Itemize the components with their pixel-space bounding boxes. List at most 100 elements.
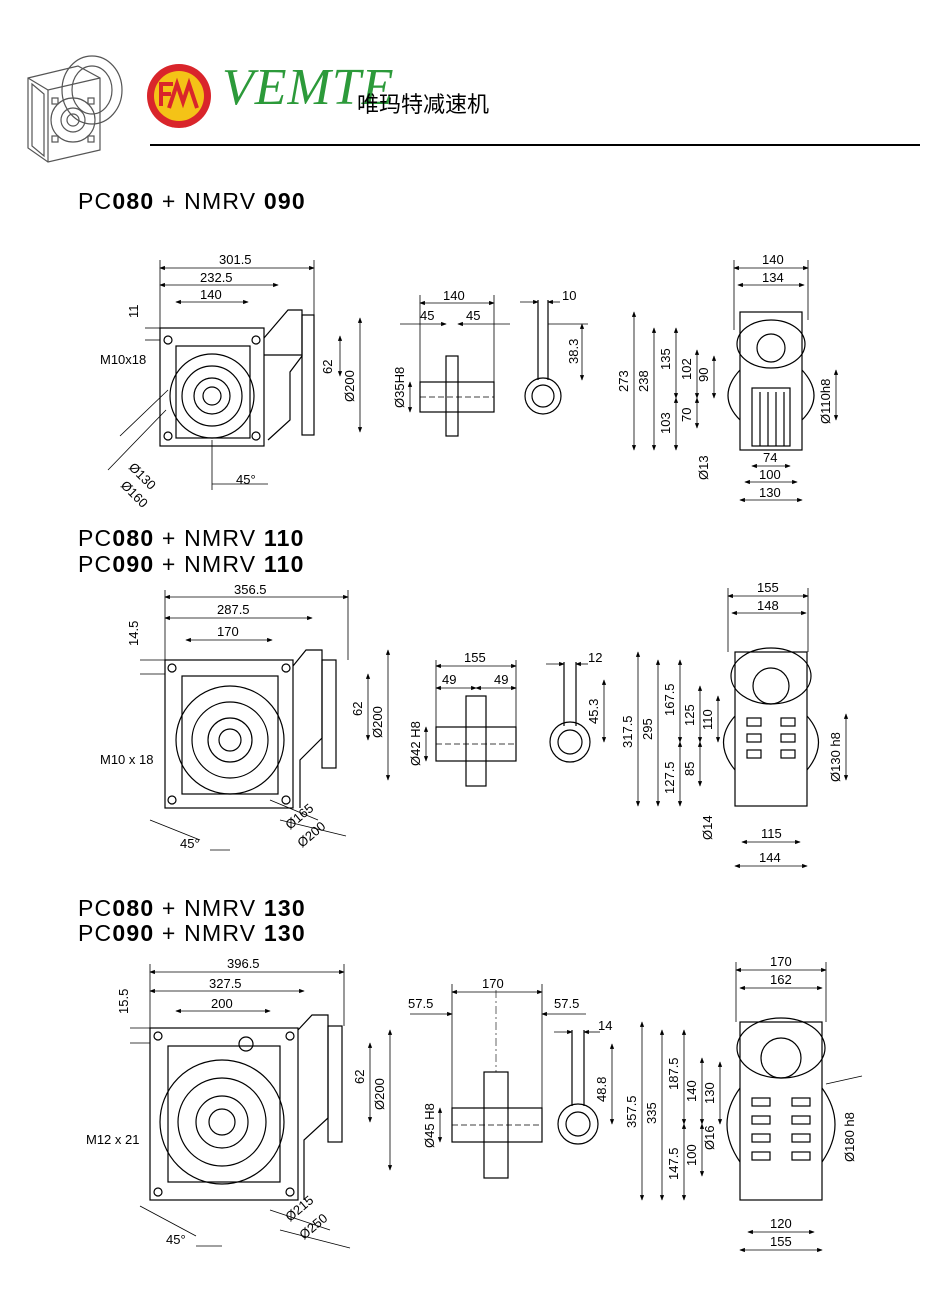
section-2-title-2: PC090 + NMRV 110 <box>78 551 305 577</box>
s3-dim-a: 396.5 <box>227 956 260 971</box>
s1-dim-v: 102 <box>679 358 694 380</box>
s2-front-view <box>164 649 337 809</box>
section-3-drawings: 396.5 327.5 200 15.5 M12 x 21 62 Ø200 Ø2… <box>86 955 863 1253</box>
s2-dim-b: 287.5 <box>217 602 250 617</box>
s1-front-dim-lines <box>107 260 363 490</box>
section-1-title: PC080 + NMRV 090 <box>78 188 306 214</box>
s2-dim-y: 85 <box>682 762 697 776</box>
s3-dim-ac: 155 <box>770 1234 792 1249</box>
s2-dim-k: 155 <box>464 650 486 665</box>
s1-dim-ac: 100 <box>759 467 781 482</box>
s3-dim-s: 357.5 <box>624 1095 639 1128</box>
s3-dim-u: 187.5 <box>666 1057 681 1090</box>
s2-dim-ab: 115 <box>761 826 782 841</box>
s2-dim-a: 356.5 <box>234 582 267 597</box>
s1-dim-ab: 74 <box>763 450 777 465</box>
s1-dim-g: Ø200 <box>342 370 357 402</box>
s2-keyway-view <box>549 662 591 763</box>
section-2-drawings: 356.5 287.5 170 14.5 M10 x 18 62 Ø200 Ø1… <box>100 580 849 869</box>
section-2-title-1: PC080 + NMRV 110 <box>78 525 305 551</box>
s1-dim-u: 135 <box>658 348 673 370</box>
header-divider <box>150 144 920 146</box>
s3-dim-k: 170 <box>482 976 504 991</box>
s1-dim-ad: 130 <box>759 485 781 500</box>
s3-dim-m: 57.5 <box>554 996 579 1011</box>
s1-dim-e: M10x18 <box>100 352 146 367</box>
s2-dim-j: 45° <box>180 836 200 851</box>
s3-dim-w: 130 <box>702 1082 717 1104</box>
s1-dim-c: 140 <box>200 287 222 302</box>
gearbox-thumbnail-icon <box>27 55 123 163</box>
s1-dim-x: 103 <box>658 412 673 434</box>
s2-dim-l: 49 <box>442 672 456 687</box>
s3-dim-o: 14 <box>598 1018 612 1033</box>
s2-dim-u: 167.5 <box>662 683 677 716</box>
s3-dim-e: M12 x 21 <box>86 1132 139 1147</box>
s1-dim-k: 140 <box>443 288 465 303</box>
s1-dim-d: 11 <box>126 305 141 319</box>
section-3-title-2: PC090 + NMRV 130 <box>78 920 306 946</box>
s1-dim-o: 10 <box>562 288 576 303</box>
s1-dim-aa: Ø13 <box>696 455 711 480</box>
s2-dim-o: 12 <box>588 650 602 665</box>
brand-subtitle: 唯玛特减速机 <box>357 93 490 118</box>
s3-dim-v: 140 <box>684 1080 699 1102</box>
s3-dim-n: Ø45 H8 <box>422 1103 437 1148</box>
s3-side-view <box>726 1017 836 1201</box>
s1-dim-j: 45° <box>236 472 256 487</box>
s1-dim-a: 301.5 <box>219 252 252 267</box>
s2-dim-g: Ø200 <box>370 706 385 738</box>
s2-dim-q: 155 <box>757 580 779 595</box>
s3-dim-aa: Ø16 <box>702 1125 717 1150</box>
s2-dim-e: M10 x 18 <box>100 752 153 767</box>
s2-dim-w: 110 <box>700 709 715 730</box>
s3-keyway-view <box>557 1030 599 1145</box>
s2-dim-aa: Ø14 <box>700 815 715 840</box>
s1-dim-f: 62 <box>320 360 335 374</box>
s3-dim-ab: 120 <box>770 1216 792 1231</box>
s1-dim-z: Ø110h8 <box>818 379 833 424</box>
vemte-logo-badge <box>147 64 211 128</box>
s2-dim-v: 125 <box>682 704 697 726</box>
s2-dim-t: 295 <box>640 718 655 740</box>
brand-logo-text: VEMTE <box>222 59 395 116</box>
s3-dim-r: 162 <box>770 972 792 987</box>
s3-dim-d: 15.5 <box>116 989 131 1014</box>
s1-shaft-view <box>419 355 495 437</box>
s1-dim-m: 45 <box>466 308 480 323</box>
s1-dim-s: 273 <box>616 370 631 392</box>
s3-dim-l: 57.5 <box>408 996 433 1011</box>
s1-dim-l: 45 <box>420 308 434 323</box>
s3-dim-q: 170 <box>770 955 792 969</box>
section-1-drawings: 301.5 232.5 140 11 M10x18 62 Ø200 Ø130 Ø… <box>100 252 839 511</box>
s1-keyway-view <box>524 300 562 415</box>
s1-side-view <box>727 311 815 451</box>
s3-dim-z: Ø180 h8 <box>842 1112 857 1162</box>
s2-dim-c: 170 <box>217 624 239 639</box>
s1-dim-b: 232.5 <box>200 270 233 285</box>
s3-shaft-view <box>451 1071 543 1179</box>
s1-dim-p: 38.3 <box>566 339 581 364</box>
s2-dim-n: Ø42 H8 <box>408 721 423 766</box>
s2-dim-f: 62 <box>350 702 365 716</box>
s3-dim-x: 147.5 <box>666 1147 681 1180</box>
s3-dim-y: 100 <box>684 1144 699 1166</box>
s2-dim-m: 49 <box>494 672 508 687</box>
s2-dim-s: 317.5 <box>620 715 635 748</box>
s2-dim-d: 14.5 <box>126 621 141 646</box>
s1-dim-n: Ø35H8 <box>392 367 407 408</box>
s2-dim-r: 148 <box>757 598 779 613</box>
s3-dim-t: 335 <box>644 1102 659 1124</box>
s1-dim-y: 70 <box>679 408 694 422</box>
s2-dim-ac: 144 <box>759 850 781 865</box>
s1-front-view <box>159 309 315 447</box>
s1-dim-t: 238 <box>636 370 651 392</box>
s2-shaft-view <box>435 695 517 787</box>
s2-dim-z: Ø130 h8 <box>828 732 843 782</box>
s1-dim-q: 140 <box>762 252 784 267</box>
s2-dim-x: 127.5 <box>662 761 677 794</box>
s3-dim-b: 327.5 <box>209 976 242 991</box>
s1-dim-w: 90 <box>696 368 711 382</box>
s2-side-view <box>723 647 819 807</box>
s2-dim-p: 45.3 <box>586 699 601 724</box>
